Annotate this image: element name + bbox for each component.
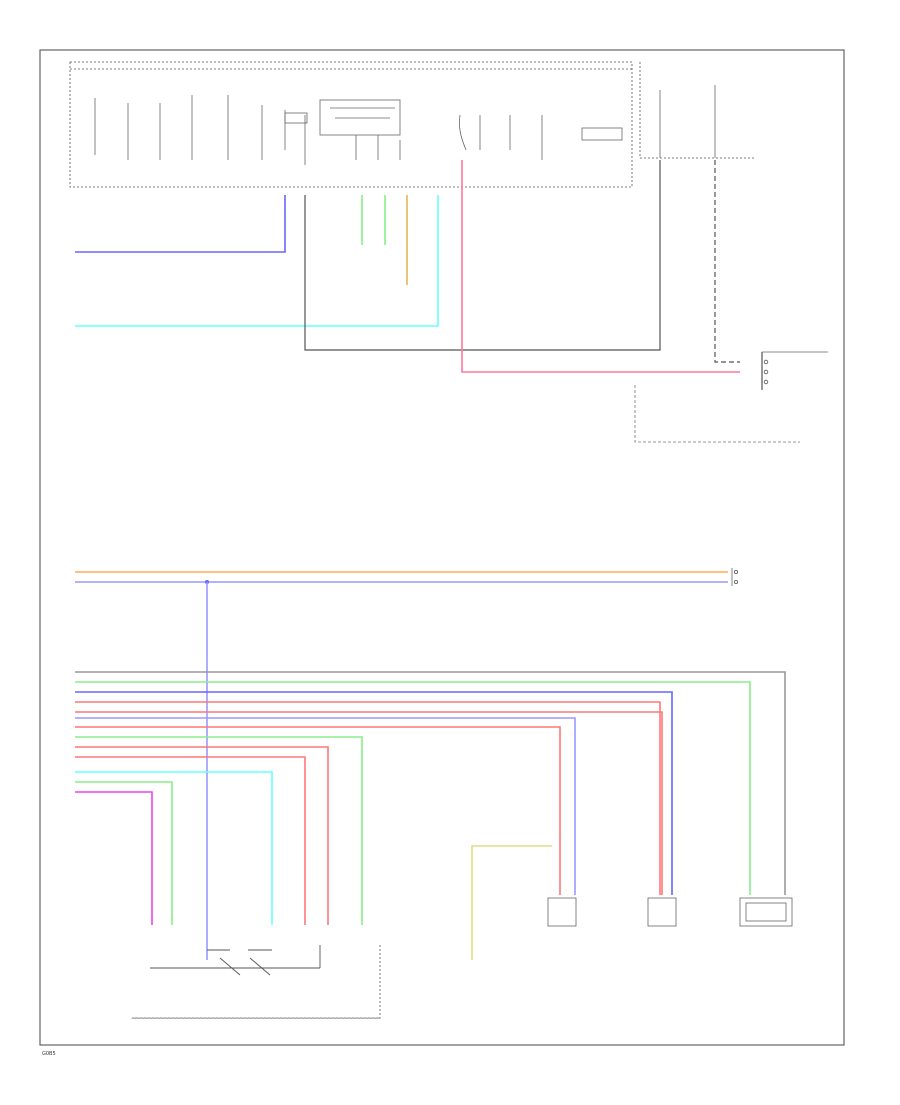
right-upper-connector xyxy=(762,352,828,390)
top-box-internal-switches xyxy=(95,95,622,165)
top-component-box xyxy=(70,62,632,187)
lower-wire-bundle xyxy=(75,672,785,925)
wire-light-blue-upper xyxy=(75,195,438,326)
wire-yellow-sensor xyxy=(472,846,552,960)
footer-code: G0B5 xyxy=(42,1051,56,1057)
wire-blue-upper xyxy=(75,195,285,252)
wire-black-loop xyxy=(305,160,660,350)
diagram-frame xyxy=(40,50,844,1045)
wire-gray-branch xyxy=(635,385,800,442)
component-box-3 xyxy=(740,898,792,926)
component-box-3-inner xyxy=(746,903,786,921)
component-box-1 xyxy=(548,898,576,926)
middle-right-connector xyxy=(732,568,738,586)
component-box-2 xyxy=(648,898,676,926)
lower-left-switch xyxy=(150,945,320,975)
top-right-fuse-box xyxy=(640,62,755,158)
wire-black-right xyxy=(715,160,740,362)
wire-pink-upper xyxy=(462,160,740,372)
